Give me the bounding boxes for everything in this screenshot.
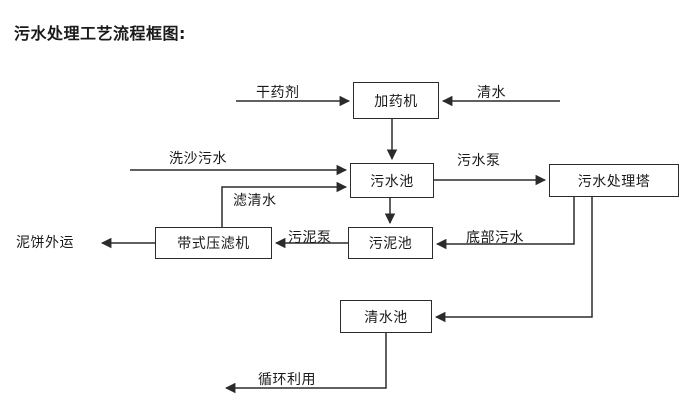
- edge-filtered-water-to-wastewater-pool: [221, 181, 348, 227]
- edge-label-wastewater-pump: 污水泵: [457, 153, 501, 169]
- edge-label-dry-agent: 干药剂: [256, 85, 300, 101]
- page-title: 污水处理工艺流程框图:: [14, 24, 186, 43]
- node-dosing-machine[interactable]: 加药机: [353, 82, 439, 119]
- node-sludge-pool[interactable]: 污泥池: [348, 227, 433, 259]
- node-clean-water-pool[interactable]: 清水池: [340, 300, 432, 333]
- edge-treatment-tower-to-clean-water-pool: [434, 197, 593, 323]
- edge-bottom-wastewater-to-sludge-pool: [435, 197, 575, 250]
- node-label-sludge-pool: 污泥池: [368, 236, 413, 252]
- node-label-clean-water-pool: 清水池: [364, 309, 408, 326]
- edge-clean-water-pool-to-recycling: [224, 333, 387, 394]
- edge-label-sand-wash-wastewater: 洗沙污水: [169, 151, 227, 167]
- node-label-belt-filter-press: 带式压滤机: [177, 236, 250, 252]
- edge-label-bottom-wastewater: 底部污水: [466, 230, 524, 246]
- node-label-dosing-machine: 加药机: [374, 93, 418, 110]
- node-belt-filter-press[interactable]: 带式压滤机: [155, 227, 272, 259]
- terminal-label-mud-cake-export: 泥饼外运: [16, 235, 74, 251]
- node-wastewater-pool[interactable]: 污水池: [350, 163, 434, 198]
- edge-label-recycling-reuse: 循环利用: [258, 372, 316, 388]
- edge-label-sludge-pump: 污泥泵: [288, 230, 332, 246]
- node-label-treatment-tower: 污水处理塔: [577, 173, 651, 190]
- node-treatment-tower[interactable]: 污水处理塔: [549, 164, 679, 197]
- edge-label-filtered-clear-water: 滤清水: [233, 193, 277, 209]
- edge-label-clean-water-in: 清水: [477, 85, 506, 101]
- node-label-wastewater-pool: 污水池: [370, 173, 414, 190]
